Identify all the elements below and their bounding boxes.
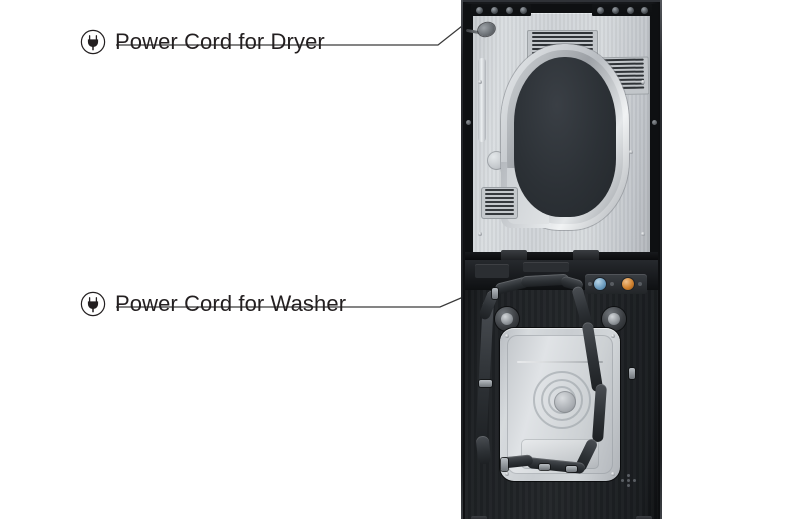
- hose-clamp: [479, 380, 492, 387]
- washer-vent-dots: [621, 474, 637, 488]
- tub-center-hub: [554, 391, 576, 413]
- screw: [506, 7, 513, 14]
- hose-clamp: [501, 458, 508, 471]
- hose-clamp: [629, 368, 635, 379]
- power-plug-icon: [80, 291, 106, 317]
- dryer-unit: [461, 0, 662, 260]
- screw: [597, 7, 604, 14]
- hose-clamp: [566, 466, 577, 472]
- tub-seam: [517, 361, 603, 363]
- divider-bracket: [501, 250, 527, 261]
- screw: [612, 7, 619, 14]
- body-edge-left: [461, 0, 463, 519]
- washer-drain-hose-end: [475, 435, 492, 465]
- hose-clamp: [492, 288, 498, 299]
- power-plug-icon: [80, 29, 106, 55]
- leveling-foot-left: [471, 516, 487, 519]
- body-edge-right: [660, 0, 662, 519]
- divider-bracket: [573, 250, 599, 261]
- screw: [466, 120, 471, 125]
- screw: [476, 7, 483, 14]
- callout-label-dryer: Power Cord for Dryer: [115, 29, 325, 54]
- screw: [627, 7, 634, 14]
- screw: [520, 7, 527, 14]
- callout-power-cord-washer[interactable]: Power Cord for Washer: [80, 291, 346, 317]
- screw: [641, 80, 645, 84]
- tub-ripple: [533, 371, 591, 429]
- shock-absorber-mount-right: [602, 307, 626, 331]
- dryer-side-rail: [478, 58, 486, 142]
- washer-harness-clip: [523, 262, 569, 272]
- dryer-lower-vent: [481, 187, 518, 219]
- body-top-edge: [461, 0, 662, 2]
- valve-screw: [610, 282, 614, 286]
- hot-water-inlet-valve: [622, 278, 634, 290]
- washer-terminal-block: [475, 264, 509, 278]
- washer-inlet-valve-module: [585, 274, 647, 294]
- hose-clamp: [539, 464, 550, 470]
- dryer-drum-opening: [514, 57, 616, 217]
- screw: [505, 334, 509, 338]
- callout-label-washer: Power Cord for Washer: [115, 291, 347, 316]
- valve-screw: [638, 282, 642, 286]
- screw: [641, 232, 645, 236]
- screw: [491, 7, 498, 14]
- screw: [611, 334, 615, 338]
- cold-water-inlet-valve: [594, 278, 606, 290]
- dryer-top-bracket-left: [471, 4, 531, 16]
- screw: [478, 232, 482, 236]
- screw: [478, 80, 482, 84]
- leveling-foot-right: [636, 516, 652, 519]
- screw: [652, 120, 657, 125]
- tub-ripple: [541, 379, 583, 421]
- screw: [641, 7, 648, 14]
- appliance-illustration: [461, 0, 662, 525]
- screw: [611, 472, 615, 476]
- screw: [505, 472, 509, 476]
- valve-screw: [588, 282, 592, 286]
- washer-unit: [461, 260, 662, 519]
- callout-power-cord-dryer[interactable]: Power Cord for Dryer: [80, 29, 325, 55]
- shock-absorber-mount-left: [495, 307, 519, 331]
- dryer-top-bracket-right: [592, 4, 652, 16]
- screw: [629, 150, 633, 154]
